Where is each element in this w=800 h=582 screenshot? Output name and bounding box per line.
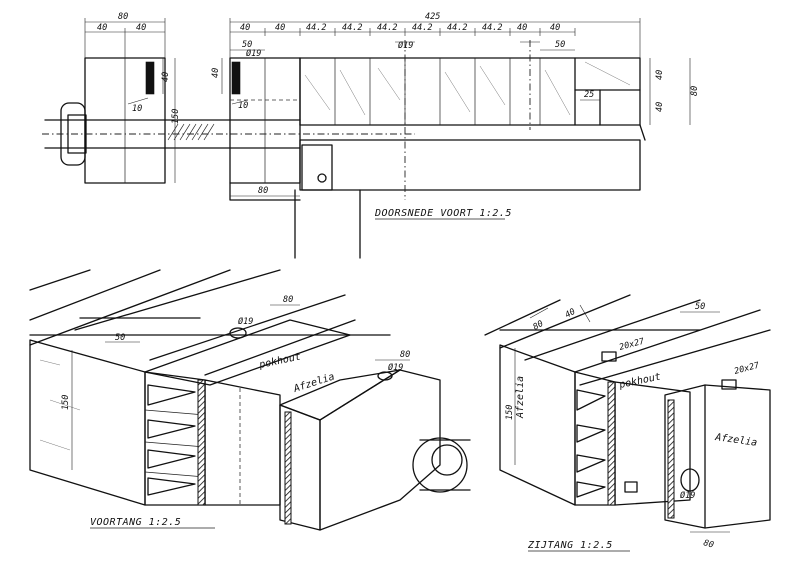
front-dim-150: 150: [61, 395, 71, 410]
side-dim-80-bottom: 80: [702, 538, 714, 550]
front-dim-80-jaw: 80: [400, 350, 410, 360]
front-hole-dia-jaw: Ø19: [388, 362, 403, 373]
front-vise-caption: VOORTANG 1:2.5: [90, 517, 181, 528]
dim-left-h-total: 150: [171, 109, 181, 124]
dim-dia-top: Ø19: [398, 40, 413, 51]
front-vise-view: 80 50 150 80 Ø19 Ø19 pokhout Afzelia VOO…: [29, 269, 471, 531]
dim-angle-left: 10: [132, 104, 142, 114]
side-small-mark: [624, 481, 638, 493]
top-dimensions: [84, 18, 641, 58]
bench-grain: [304, 61, 631, 116]
side-label-jaw: Afzelia: [714, 432, 758, 449]
dim-angle-mid: 10: [238, 101, 248, 111]
dim-right-40b: 40: [655, 102, 665, 112]
front-hole-dia: Ø19: [238, 316, 253, 327]
dim-left-total: 80: [118, 12, 128, 22]
side-front-face: [499, 344, 576, 506]
dim-main-total: 425: [425, 12, 440, 22]
dim-left-a: 40: [97, 23, 107, 33]
dim-seg-8: 44.2: [482, 23, 502, 33]
side-jaw: [664, 384, 771, 529]
screw-thread: [167, 123, 215, 141]
side-jaw-hole: [680, 468, 700, 492]
dim-seg-3: 44.2: [306, 23, 326, 33]
side-dimensions: [127, 58, 691, 197]
dim-seg-6: 44.2: [412, 23, 432, 33]
side-hole-label-1: 20x27: [618, 336, 646, 353]
dim-seg-4: 44.2: [342, 23, 362, 33]
dim-seg-7: 44.2: [447, 23, 467, 33]
dim-seg-5: 44.2: [377, 23, 397, 33]
front-dim-80: 80: [283, 295, 293, 305]
dim-mid-dia: Ø19: [246, 48, 261, 59]
dim-seg-1: 40: [240, 23, 250, 33]
side-bench-top: [484, 294, 771, 386]
side-vise-view: 80 50 40 150 80 20x27 20x27 Ø19 pokhout …: [484, 294, 771, 552]
side-label-side: Afzelia: [515, 376, 526, 419]
bench-frame: [299, 139, 641, 191]
front-label-wood: pokhout: [257, 351, 302, 371]
side-mortise-2: [721, 379, 737, 390]
side-dim-50: 50: [695, 302, 705, 312]
dim-right-40: 40: [655, 70, 665, 80]
side-dim-150: 150: [505, 405, 515, 420]
dim-right-25: 25: [584, 90, 594, 100]
dim-bottom-80: 80: [258, 186, 268, 196]
front-vise-hatch: [197, 379, 206, 506]
bench-slats: [334, 58, 541, 125]
front-bench-top: [29, 269, 391, 376]
dim-right-80: 80: [690, 86, 700, 96]
dim-seg-2: 40: [275, 23, 285, 33]
front-face: [29, 339, 146, 506]
dim-mid-40: 40: [211, 68, 221, 78]
side-hole-label-2: 20x27: [733, 360, 761, 377]
dim-50-left: 50: [242, 40, 252, 50]
dovetail-block: [144, 371, 206, 506]
front-face-grain: [39, 359, 81, 451]
front-dim-50: 50: [115, 333, 125, 343]
dovetails: [144, 384, 206, 496]
front-vise-knob: [412, 437, 468, 493]
side-mortise-1: [601, 351, 617, 362]
side-label-wood: pokhout: [617, 371, 662, 391]
side-dovetails: [576, 389, 606, 498]
dim-seg-9: 40: [517, 23, 527, 33]
section-view: 80 40 40 425 40 40 44.2 44.2 44.2 44.2 4…: [42, 12, 700, 259]
side-hole-dia: Ø19: [680, 490, 695, 501]
front-jaw-hole: [377, 371, 393, 381]
dim-left-h-top: 40: [161, 72, 171, 82]
side-vise-caption: ZIJTANG 1:2.5: [527, 540, 613, 551]
dim-50-right: 50: [555, 40, 565, 50]
center-jaw-hatch: [231, 61, 241, 95]
side-dim-80-top: 80: [532, 319, 546, 333]
side-dim-40: 40: [564, 307, 578, 321]
dim-left-b: 40: [136, 23, 146, 33]
left-jaw-hatch: [145, 61, 155, 95]
front-top-hole: [229, 327, 247, 339]
section-caption: DOORSNEDE VOORT 1:2.5: [374, 208, 512, 219]
dim-seg-10: 40: [550, 23, 560, 33]
